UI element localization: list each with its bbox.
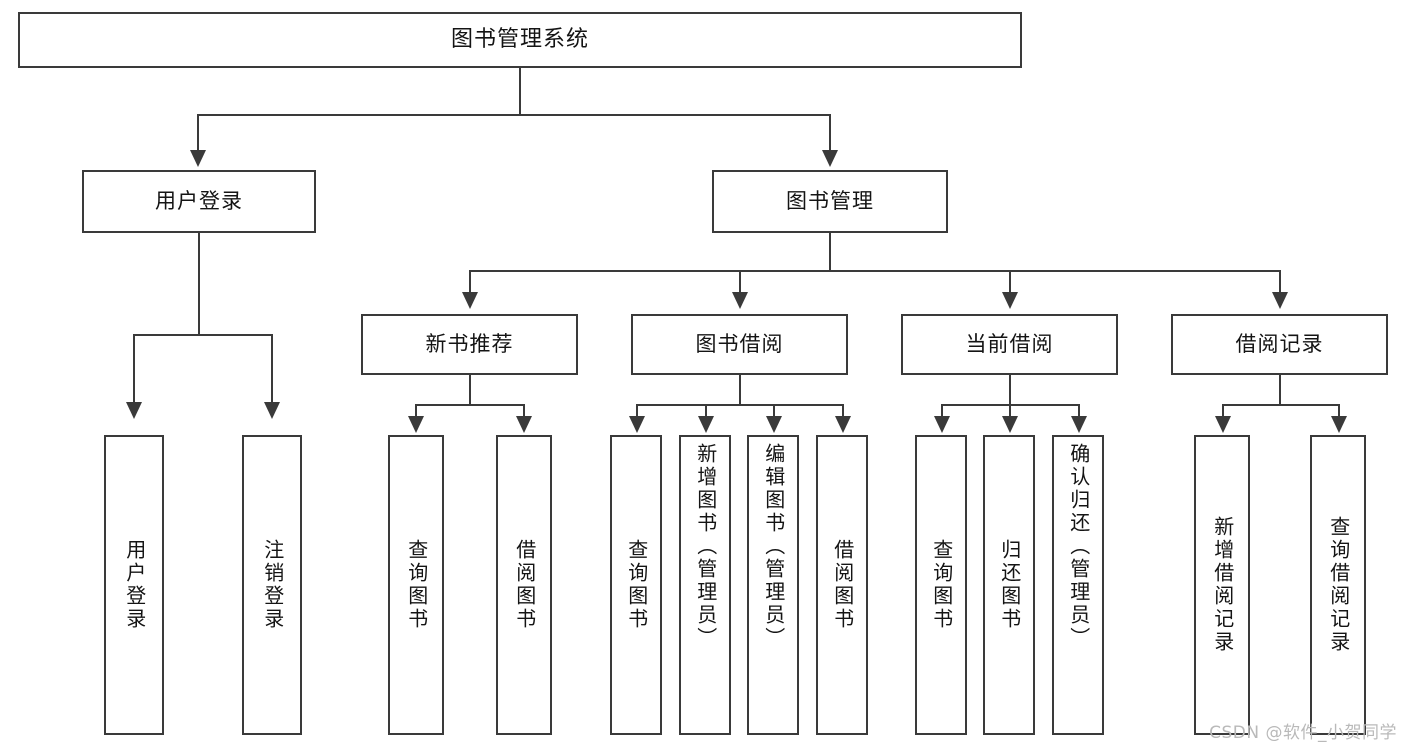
node-current-borrow[interactable]: 当前借阅 [901,314,1118,375]
connector-root-stem [519,68,521,115]
node-label: 查询图书 [404,539,429,631]
node-label: 当前借阅 [965,332,1054,357]
connector-user-login-drop-2 [271,334,273,402]
arrowhead-user-login-leaf-1 [126,402,142,419]
node-label: 归还图书 [997,539,1022,631]
arrowhead-root-to-book-manage [822,150,838,167]
node-label: 确认归还（管理员） [1066,443,1091,650]
arrowhead-book-borrow-leaf-4 [835,416,851,433]
arrowhead-to-borrow-record [1272,292,1288,309]
node-label: 用户登录 [155,189,243,214]
leaf-book-borrow-query[interactable]: 查询图书 [610,435,662,735]
connector-new-book-bus [415,404,525,406]
arrowhead-new-book-leaf-2 [516,416,532,433]
leaf-borrow-record-query[interactable]: 查询借阅记录 [1310,435,1366,735]
arrowhead-book-borrow-leaf-1 [629,416,645,433]
connector-borrow-record-bus [1222,404,1340,406]
connector-to-book-borrow [739,270,741,294]
connector-book-borrow-drop-2 [705,404,707,418]
connector-book-borrow-drop-1 [636,404,638,418]
arrowhead-borrow-record-leaf-2 [1331,416,1347,433]
connector-root-to-book-manage [829,114,831,150]
connector-to-borrow-record [1279,270,1281,294]
node-label: 图书管理 [786,189,874,214]
connector-book-borrow-bus [636,404,844,406]
node-label: 图书管理系统 [450,27,589,53]
node-label: 查询图书 [929,539,954,631]
node-label: 注销登录 [260,539,285,631]
leaf-current-borrow-return[interactable]: 归还图书 [983,435,1035,735]
leaf-book-borrow-add[interactable]: 新增图书（管理员） [679,435,731,735]
arrowhead-root-to-user-login [190,150,206,167]
connector-book-borrow-drop-4 [842,404,844,418]
node-user-login[interactable]: 用户登录 [82,170,316,233]
connector-root-to-user-login [197,114,199,150]
node-label: 借阅记录 [1235,332,1324,357]
arrowhead-user-login-leaf-2 [264,402,280,419]
connector-book-manage-bus [469,270,1281,272]
connector-new-book-stem [469,375,471,405]
leaf-new-book-query[interactable]: 查询图书 [388,435,444,735]
connector-borrow-record-drop-2 [1338,404,1340,418]
connector-borrow-record-stem [1279,375,1281,405]
node-book-borrow[interactable]: 图书借阅 [631,314,848,375]
arrowhead-book-borrow-leaf-3 [766,416,782,433]
node-label: 新书推荐 [425,332,514,357]
leaf-user-login-login[interactable]: 用户登录 [104,435,164,735]
node-label: 查询借阅记录 [1326,516,1351,654]
watermark-text: CSDN @软件_小贺同学 [1209,723,1397,743]
connector-to-new-book [469,270,471,294]
node-label: 查询图书 [624,539,649,631]
node-book-management[interactable]: 图书管理 [712,170,948,233]
node-label: 用户登录 [122,539,147,631]
arrowhead-borrow-record-leaf-1 [1215,416,1231,433]
node-root-system[interactable]: 图书管理系统 [18,12,1022,68]
arrowhead-current-borrow-leaf-1 [934,416,950,433]
leaf-new-book-borrow[interactable]: 借阅图书 [496,435,552,735]
node-label: 借阅图书 [830,539,855,631]
connector-borrow-record-drop-1 [1222,404,1224,418]
arrowhead-new-book-leaf-1 [408,416,424,433]
leaf-current-borrow-query[interactable]: 查询图书 [915,435,967,735]
arrowhead-book-borrow-leaf-2 [698,416,714,433]
connector-root-bus [197,114,831,116]
connector-current-borrow-drop-1 [941,404,943,418]
leaf-book-borrow-edit[interactable]: 编辑图书（管理员） [747,435,799,735]
leaf-book-borrow-borrow[interactable]: 借阅图书 [816,435,868,735]
connector-current-borrow-stem [1009,375,1011,405]
node-new-book-recommend[interactable]: 新书推荐 [361,314,578,375]
connector-book-borrow-stem [739,375,741,405]
connector-to-current-borrow [1009,270,1011,294]
connector-book-borrow-drop-3 [773,404,775,418]
leaf-borrow-record-add[interactable]: 新增借阅记录 [1194,435,1250,735]
arrowhead-to-current-borrow [1002,292,1018,309]
node-label: 借阅图书 [512,539,537,631]
node-label: 图书借阅 [695,332,784,357]
connector-user-login-bus [133,334,273,336]
arrowhead-to-new-book [462,292,478,309]
connector-user-login-stem [198,233,200,335]
leaf-current-borrow-confirm-return[interactable]: 确认归还（管理员） [1052,435,1104,735]
node-label: 新增图书（管理员） [693,443,718,650]
connector-new-book-drop-1 [415,404,417,418]
connector-user-login-drop-1 [133,334,135,402]
node-label: 编辑图书（管理员） [761,443,786,650]
connector-current-borrow-drop-3 [1078,404,1080,418]
connector-current-borrow-drop-2 [1009,404,1011,418]
connector-new-book-drop-2 [523,404,525,418]
node-label: 新增借阅记录 [1210,516,1235,654]
arrowhead-current-borrow-leaf-2 [1002,416,1018,433]
node-borrow-record[interactable]: 借阅记录 [1171,314,1388,375]
connector-book-manage-stem [829,233,831,271]
leaf-user-login-logout[interactable]: 注销登录 [242,435,302,735]
arrowhead-to-book-borrow [732,292,748,309]
arrowhead-current-borrow-leaf-3 [1071,416,1087,433]
